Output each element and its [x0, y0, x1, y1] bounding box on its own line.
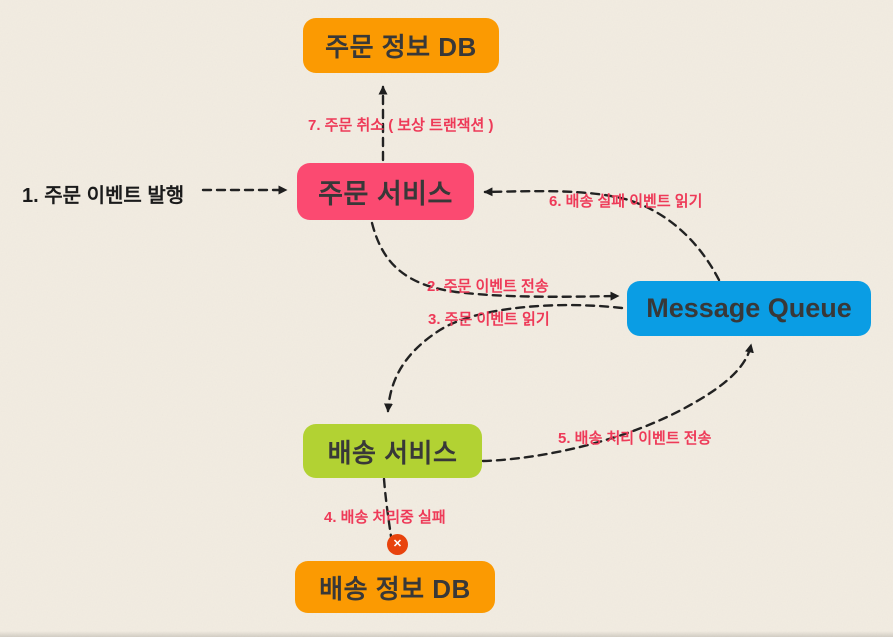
step-label-6-read-delivery-failure-event: 6. 배송 실패 이벤트 읽기: [549, 193, 703, 210]
node-order-db: 주문 정보 DB: [303, 18, 499, 73]
step-label-3-read-order-event: 3. 주문 이벤트 읽기: [428, 311, 550, 328]
node-message-queue: Message Queue: [627, 281, 871, 336]
step-label-1-publish-order-event: 1. 주문 이벤트 발행: [22, 185, 185, 207]
error-x-icon: ✕: [387, 534, 408, 555]
step-label-5-send-delivery-result-event: 5. 배송 처리 이벤트 전송: [558, 430, 712, 447]
node-delivery-service: 배송 서비스: [303, 424, 482, 478]
page-bottom-shadow: [0, 631, 893, 637]
step-label-7-cancel-order-compensating-tx: 7. 주문 취소 ( 보상 트랜잭션 ): [308, 117, 494, 134]
node-delivery-db: 배송 정보 DB: [295, 561, 495, 613]
step-label-2-send-order-event: 2. 주문 이벤트 전송: [427, 278, 549, 295]
step-label-4-delivery-processing-failure: 4. 배송 처리중 실패: [324, 509, 446, 526]
node-order-service: 주문 서비스: [297, 163, 474, 220]
